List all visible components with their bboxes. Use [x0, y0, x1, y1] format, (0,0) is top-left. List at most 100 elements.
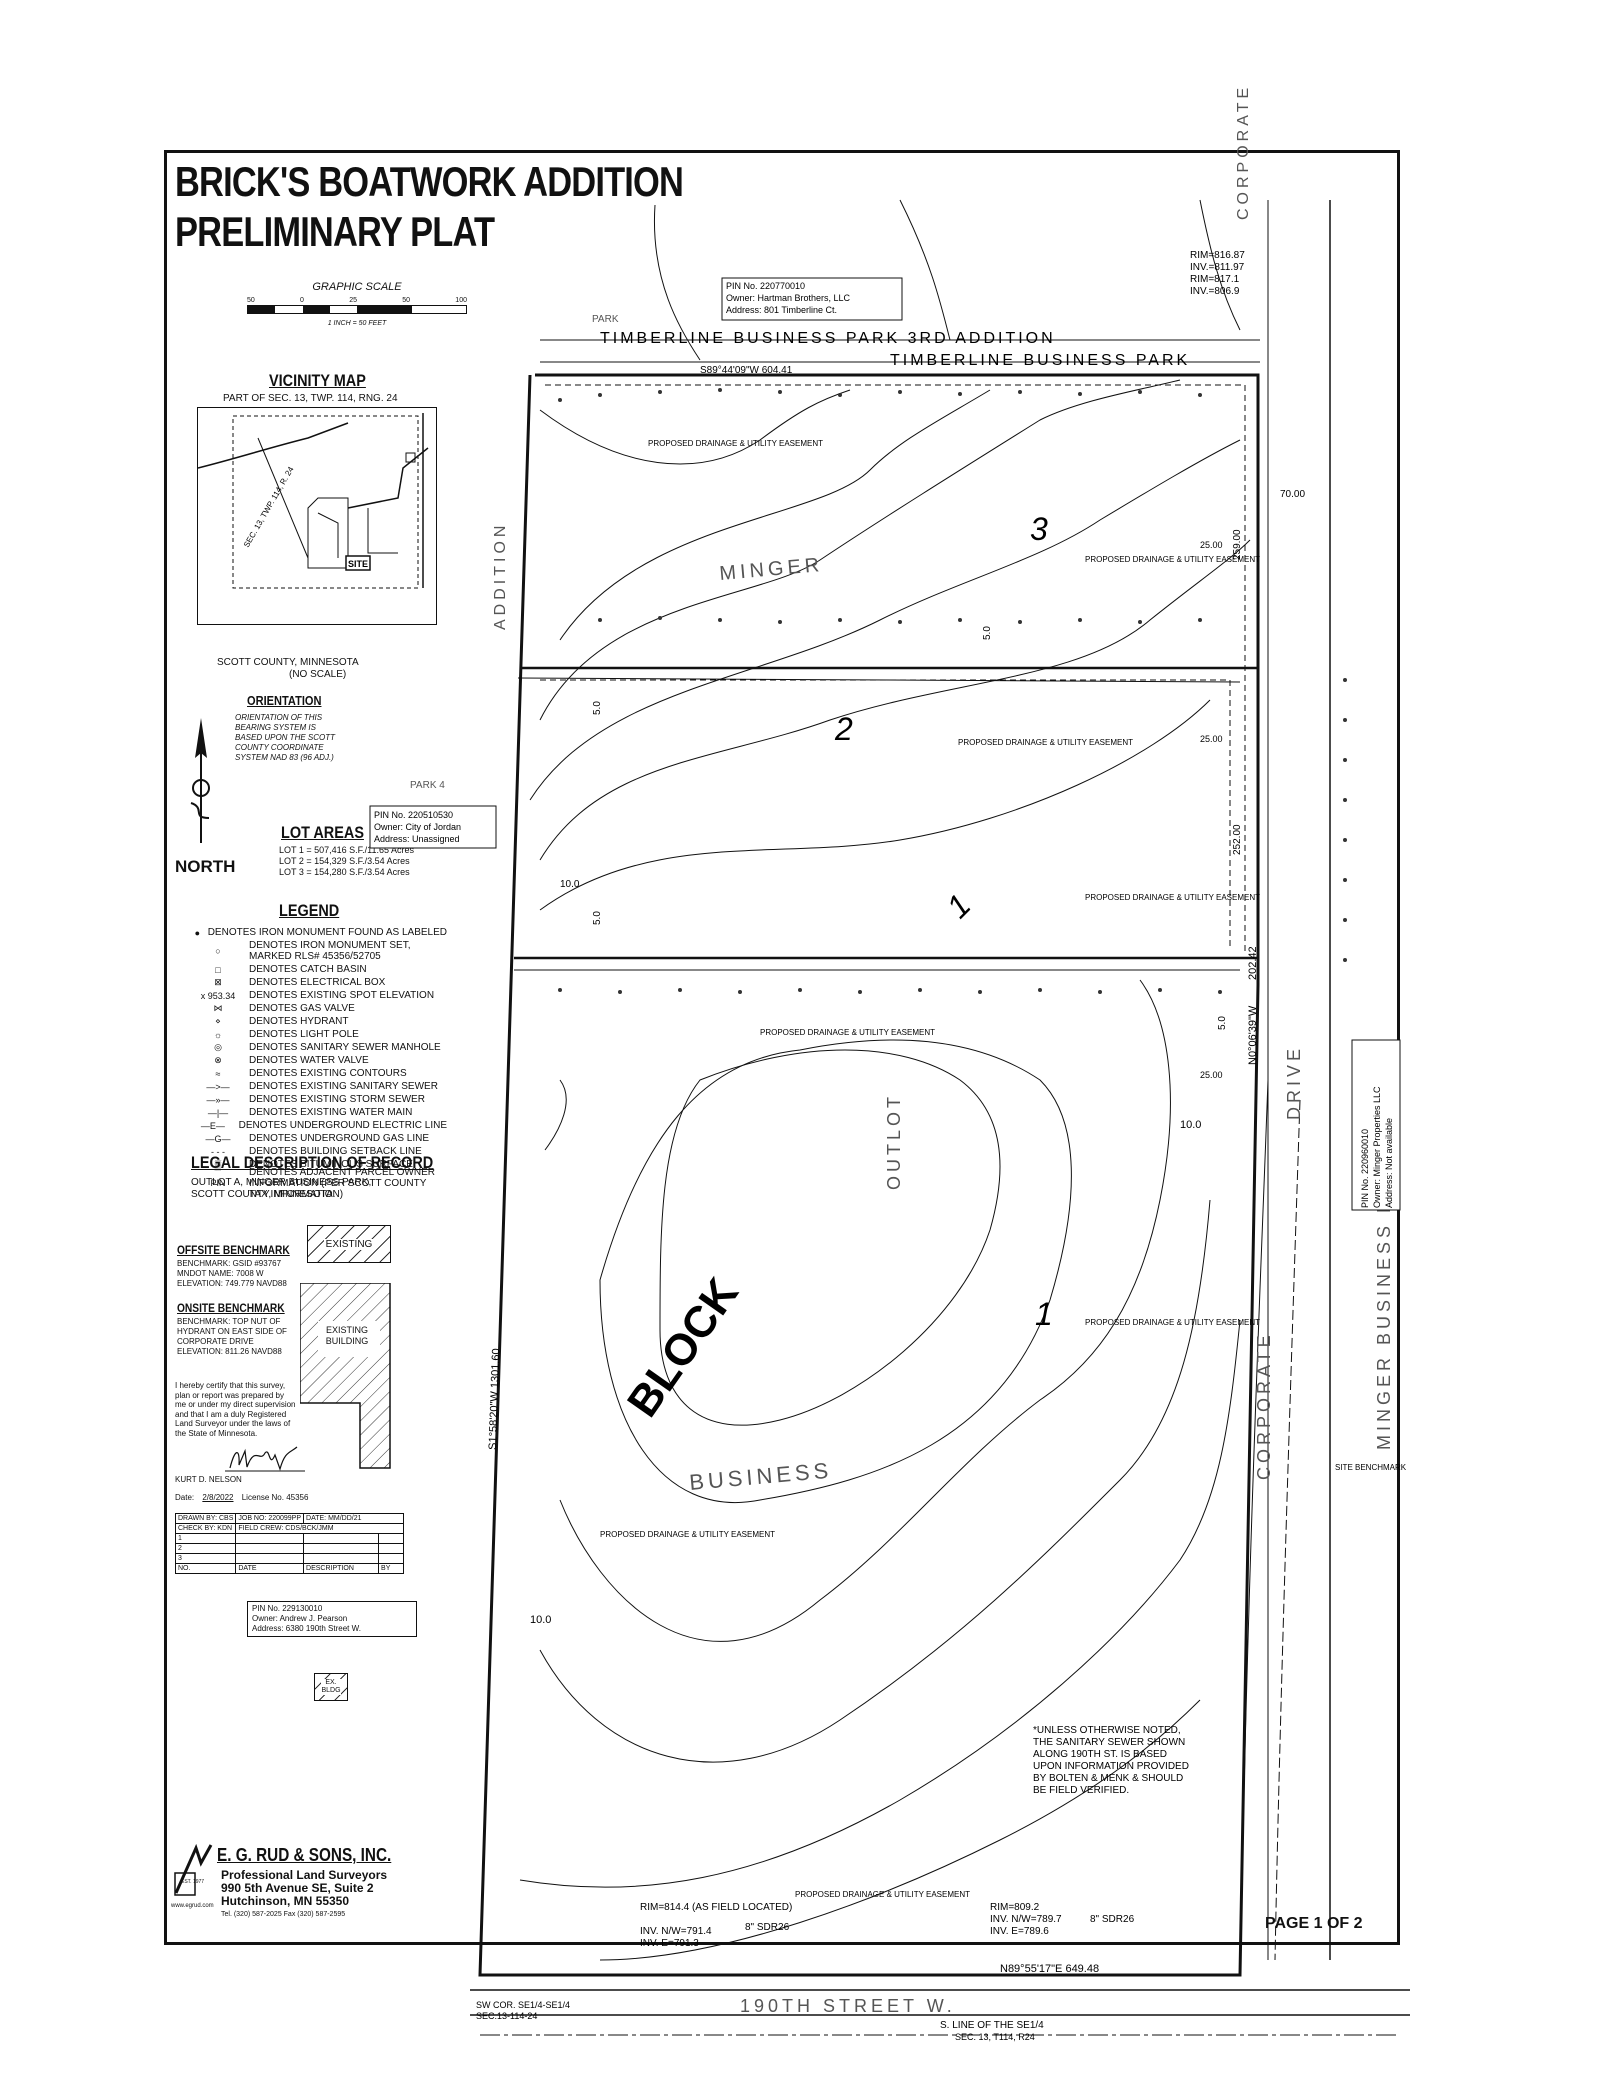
orientation-text: ORIENTATION OF THIS BEARING SYSTEM IS BA…: [235, 713, 336, 762]
graphic-scale-label: GRAPHIC SCALE: [312, 281, 402, 293]
legend-list: ●DENOTES IRON MONUMENT FOUND AS LABELED○…: [187, 926, 447, 1200]
plat-sheet: BRICK'S BOATWORK ADDITION PRELIMINARY PL…: [164, 150, 1400, 1945]
ex-bldg: EX. BLDG: [314, 1673, 348, 1701]
west-bearing: S1°58'20"W 1301.60: [487, 1348, 503, 1450]
parcel-line: Address: Unassigned: [374, 834, 460, 844]
legend-item: ◎DENOTES SANITARY SEWER MANHOLE: [187, 1041, 447, 1054]
legend-text: DENOTES EXISTING WATER MAIN: [249, 1107, 413, 1118]
legend-text: DENOTES EXISTING SPOT ELEVATION: [249, 990, 435, 1001]
note-line: BY BOLTEN & MENK & SHOULD: [1033, 1773, 1183, 1784]
page-number: PAGE 1 OF 2: [1265, 1915, 1363, 1932]
legend-symbol-icon: —»—: [206, 1094, 230, 1105]
lot-area: LOT 2 = 154,329 S.F./3.54 Acres: [279, 856, 410, 866]
parcel-line: Address: 6380 190th Street W.: [252, 1624, 361, 1633]
scale-tick: 0: [300, 297, 304, 304]
legend-symbol-icon: ●: [194, 927, 201, 938]
legend-text: DENOTES HYDRANT: [249, 1016, 349, 1027]
legend-symbol-icon: PIN: [210, 1178, 226, 1188]
note-line: BE FIELD VERIFIED.: [1033, 1785, 1129, 1796]
lot-number-3: 3: [1030, 511, 1048, 547]
firm-block: EST. 1977 E. G. RUD & SONS, INC. Profess…: [171, 1843, 431, 1943]
firm-logo-icon: [174, 1843, 213, 1896]
legend-text: DENOTES UNDERGROUND ELECTRIC LINE: [238, 1120, 447, 1131]
firm-line: Professional Land Surveyors: [221, 1868, 388, 1882]
legend-symbol-icon: —E—: [200, 1120, 225, 1131]
legend-item: ⋄DENOTES HYDRANT: [187, 1015, 447, 1028]
rim-label: RIM=817.1: [1190, 274, 1240, 285]
legend-text: DENOTES CATCH BASIN: [249, 964, 367, 975]
legend-symbol-icon: —|—: [207, 1107, 229, 1118]
legend-text: DENOTES EXISTING STORM SEWER: [249, 1094, 425, 1105]
parcel-line: Address: 801 Timberline Ct.: [726, 305, 837, 315]
legend-symbol-icon: - - -: [211, 1146, 225, 1157]
scale-tick: 50: [247, 297, 255, 304]
parcel-pearson: PIN No. 229130010 Owner: Andrew J. Pears…: [247, 1601, 417, 1637]
rim-label: RIM=816.87: [1190, 250, 1245, 261]
onsite-bm-line: CORPORATE DRIVE: [177, 1337, 254, 1346]
inv-label: INV.=806.9: [1190, 286, 1240, 297]
dim-70: 70.00: [1280, 489, 1305, 500]
easement-label: PROPOSED DRAINAGE & UTILITY EASEMENT: [795, 1890, 970, 1899]
inv-label: INV.=811.97: [1190, 262, 1245, 273]
firm-name: E. G. RUD & SONS, INC.: [217, 1845, 392, 1865]
parcel-line: PIN No. 220960010: [1360, 1129, 1370, 1208]
note-line: *UNLESS OTHERWISE NOTED,: [1033, 1725, 1181, 1736]
legal-title: LEGAL DESCRIPTION OF RECORD: [191, 1153, 434, 1172]
parcel-line: PIN No. 229130010: [252, 1604, 323, 1613]
plat-title-line2: PRELIMINARY PLAT: [175, 208, 495, 255]
park-label: PARK: [592, 314, 619, 325]
vicinity-noscale: (NO SCALE): [289, 669, 347, 680]
existing-structure: EXISTING: [307, 1225, 391, 1263]
easement-label: PROPOSED DRAINAGE & UTILITY EASEMENT: [648, 439, 823, 448]
onsite-bm-title: ONSITE BENCHMARK: [177, 1301, 285, 1315]
rev-col: BY: [378, 1563, 405, 1574]
vicinity-subtitle: PART OF SEC. 13, TWP. 114, RNG. 24: [223, 393, 398, 404]
offsite-bm-line: BENCHMARK: GSID #93767: [177, 1259, 282, 1268]
note-line: UPON INFORMATION PROVIDED: [1033, 1761, 1189, 1772]
legend-item: ○DENOTES IRON MONUMENT SET, MARKED RLS# …: [187, 939, 447, 963]
legend-text: DENOTES WATER VALVE: [249, 1055, 369, 1066]
legend-item: —E— DENOTES UNDERGROUND ELECTRIC LINE: [187, 1119, 447, 1132]
legend-symbol-icon: ◎: [214, 1042, 222, 1052]
cert-line: I hereby certify that this survey,: [175, 1381, 286, 1390]
inv-label: INV. E=789.6: [990, 1926, 1049, 1937]
legend-symbol-icon: □: [215, 964, 221, 975]
scale-bar: [247, 305, 467, 314]
dim-5: 5.0: [592, 701, 603, 715]
legal-line: OUTLOT A, MINGER BUSINESS PARK,: [191, 1177, 372, 1188]
lot-number-1: 1: [939, 887, 977, 925]
legend-text: DENOTES GAS VALVE: [249, 1003, 355, 1014]
firm-est: EST. 1977: [181, 1879, 205, 1885]
existing-label: EXISTING: [323, 1238, 375, 1250]
legend-item: —|— DENOTES EXISTING WATER MAIN: [187, 1106, 447, 1119]
legend-symbol-icon: ▒: [214, 1159, 222, 1170]
north-label: NORTH: [175, 857, 236, 876]
legend-text: DENOTES BITUMINOUS SURFACE: [249, 1159, 413, 1170]
dim-252: 252.00: [1232, 824, 1243, 855]
legend-text: DENOTES EXISTING CONTOURS: [249, 1068, 407, 1079]
rim-label: RIM=809.2: [990, 1902, 1040, 1913]
parcel-line: Owner: Hartman Brothers, LLC: [726, 293, 851, 303]
north-arrow-icon: [181, 718, 221, 853]
firm-web: www.egrud.com: [171, 1903, 214, 1909]
orientation-title: ORIENTATION: [247, 693, 322, 708]
easement-label: PROPOSED DRAINAGE & UTILITY EASEMENT: [600, 1530, 775, 1539]
sline-label: S. LINE OF THE SE1/4: [940, 2020, 1044, 2031]
offsite-bm-line: MNDOT NAME: 7008 W: [177, 1269, 264, 1278]
scale-tick: 50: [402, 297, 411, 304]
cert-line: and that I am a duly Registered: [175, 1409, 287, 1419]
legend-item: ≈DENOTES EXISTING CONTOURS: [187, 1067, 447, 1080]
addition-label: ADDITION: [492, 522, 509, 630]
east-dim: 202.42: [1247, 946, 1259, 980]
cert-date-label: Date:: [175, 1493, 195, 1502]
plat-title-line1: BRICK'S BOATWORK ADDITION: [175, 158, 684, 205]
parcel-line: Owner: Andrew J. Pearson: [252, 1614, 348, 1623]
onsite-bm-line: HYDRANT ON EAST SIDE OF: [177, 1327, 287, 1336]
firm-line: Hutchinson, MN 55350: [221, 1894, 350, 1908]
cert-line: the State of Minnesota.: [175, 1428, 258, 1438]
dim-259: 259.00: [1232, 529, 1243, 560]
sec-label: SEC.13-114-24: [476, 2011, 537, 2021]
